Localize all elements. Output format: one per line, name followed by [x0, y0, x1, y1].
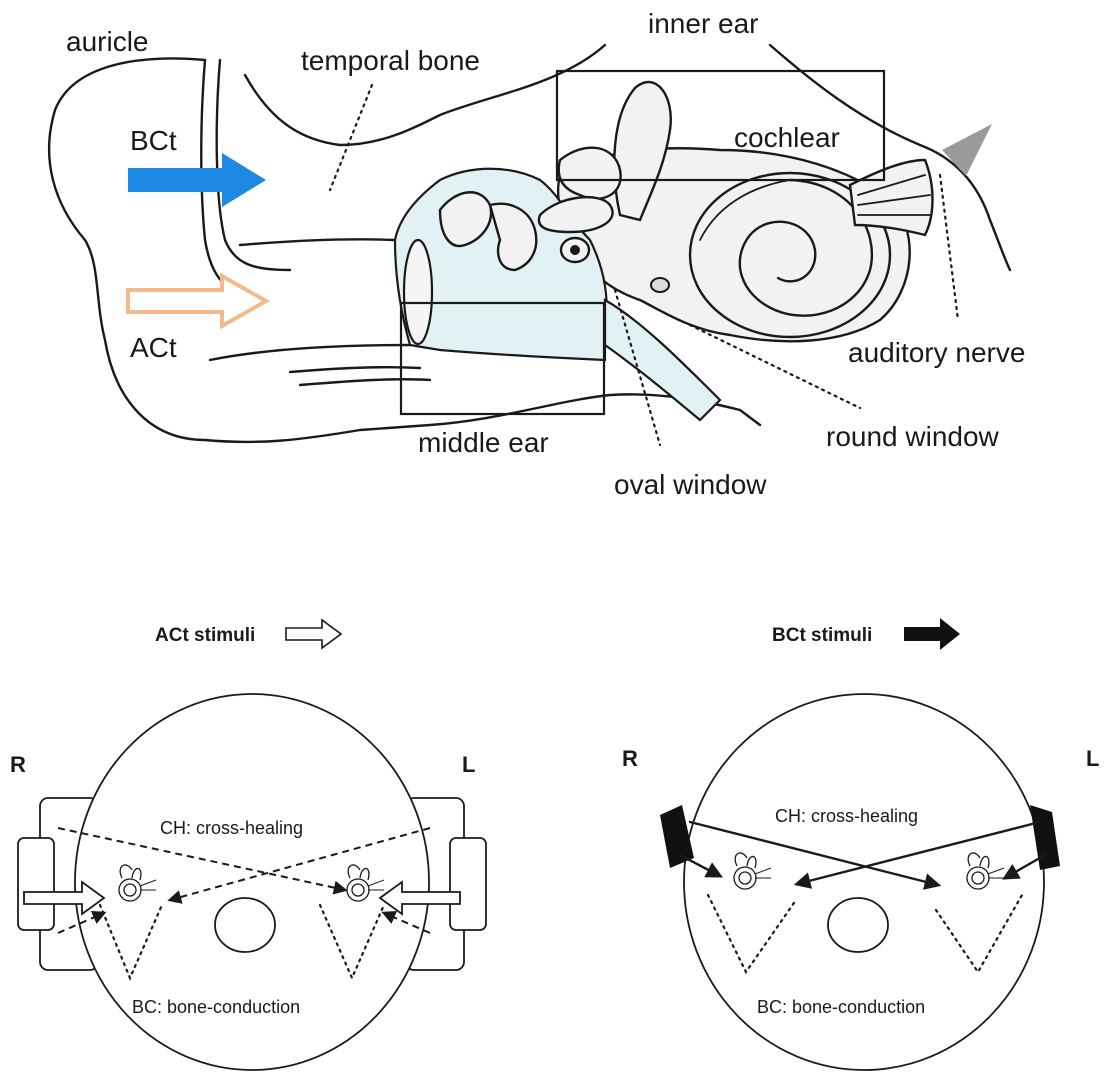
bct-stimuli-panel: BCt stimuli R L CH: cross-healing BC: [622, 618, 1099, 1070]
auditory-nerve-label: auditory nerve [848, 337, 1025, 368]
bct-bc-label: BC: bone-conduction [757, 997, 925, 1017]
act-stimuli-panel: ACt stimuli R L [10, 620, 486, 1070]
bct-right-side-label: R [622, 746, 638, 771]
act-right-side-label: R [10, 752, 26, 777]
act-arrow [128, 276, 266, 326]
auditory-nerve-bundle [850, 160, 933, 235]
act-label: ACt [130, 332, 177, 363]
temporal-bone-label: temporal bone [301, 45, 480, 76]
outline-arrow-icon [286, 620, 341, 648]
ear-anatomy-diagram: auricle temporal bone inner ear cochlear… [49, 8, 1025, 500]
nerve-direction-arrow [942, 124, 992, 176]
brainstem [215, 898, 275, 952]
bct-stimuli-title: BCt stimuli [772, 625, 872, 646]
middle-ear-label: middle ear [418, 427, 549, 458]
eardrum [404, 240, 432, 344]
act-ch-label: CH: cross-healing [160, 818, 303, 838]
cochlear-label: cochlear [734, 122, 840, 153]
bct-ch-label: CH: cross-healing [775, 806, 918, 826]
bct-arrow [128, 153, 266, 207]
brainstem-bct [828, 898, 888, 952]
oval-window-label: oval window [614, 469, 767, 500]
bct-left-side-label: L [1086, 746, 1099, 771]
round-window-label: round window [826, 421, 1000, 452]
auricle-label: auricle [66, 26, 148, 57]
act-left-side-label: L [462, 752, 475, 777]
act-bc-label: BC: bone-conduction [132, 997, 300, 1017]
inner-ear-label: inner ear [648, 8, 759, 39]
solid-arrow-icon [904, 618, 960, 650]
bct-label: BCt [130, 125, 177, 156]
round-window [651, 278, 669, 292]
act-stimuli-title: ACt stimuli [155, 625, 255, 646]
